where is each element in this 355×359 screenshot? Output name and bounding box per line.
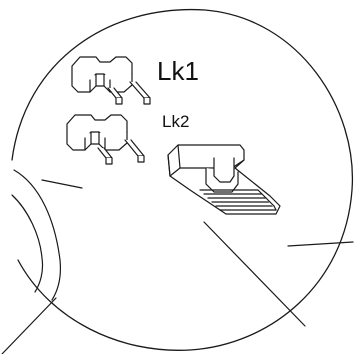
leader-line-right bbox=[287, 241, 354, 247]
leader-line-bottom-left bbox=[1, 297, 57, 355]
lk2-pin-header bbox=[66, 114, 145, 165]
jumper-link bbox=[167, 144, 281, 215]
label-lk1: Lk1 bbox=[157, 56, 199, 86]
lk1-pin-header bbox=[71, 56, 151, 105]
leader-line-left bbox=[41, 179, 83, 189]
magnifier-circle bbox=[11, 8, 354, 351]
board-edge-curve-outer bbox=[13, 169, 62, 301]
leader-line-diagonal bbox=[203, 221, 306, 327]
label-lk2: Lk2 bbox=[162, 112, 190, 131]
board-edge-curve-inner bbox=[11, 194, 44, 293]
